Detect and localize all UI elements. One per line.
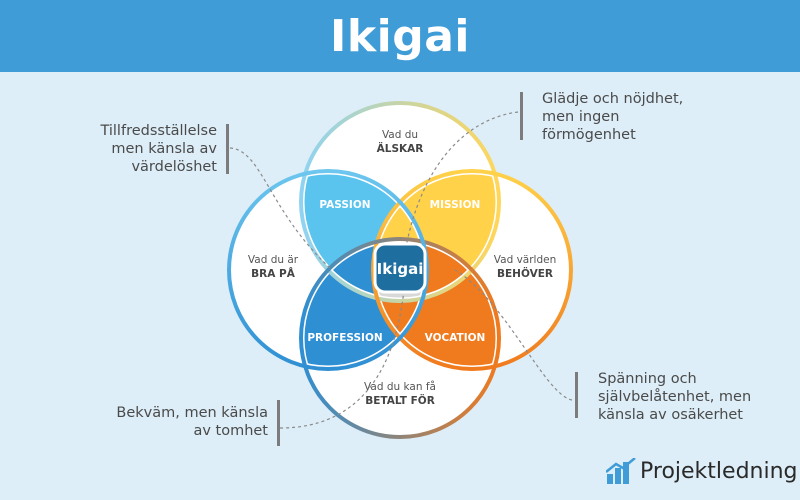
annotation-top-left-line: men känsla av (111, 141, 217, 157)
good-at-line2: BRA PÅ (251, 267, 296, 280)
love-line2: ÄLSKAR (377, 141, 424, 155)
annotation-top-left-line: värdelöshet (131, 159, 217, 175)
annotation-top-left-line: Tillfredsställelse (100, 123, 217, 139)
annotation-bottom-left-line: av tomhet (193, 423, 268, 439)
good-at-line1: Vad du är (248, 254, 299, 266)
world-needs-line1: Vad världen (494, 254, 556, 266)
circle-world-ring (371, 169, 573, 371)
bar-chart-logo-icon (606, 458, 636, 484)
passion-label: PASSION (319, 199, 370, 211)
annotation-bar-bottom-right (575, 372, 578, 418)
projektledning-logo: Projektledning (606, 458, 798, 484)
annotation-bottom-right-line: självbelåtenhet, men (598, 389, 752, 405)
connector-top-right (403, 111, 519, 259)
center-ikigai-label: Ikigai (377, 260, 424, 278)
annotation-top-right: Glädje och nöjdhet, men ingen förmögenhe… (542, 90, 683, 144)
vocation-label: VOCATION (425, 332, 486, 344)
circle-good-ring (227, 169, 429, 371)
annotation-top-right-line: förmögenhet (542, 127, 636, 143)
annotation-bottom-right-line: känsla av osäkerhet (598, 407, 743, 423)
header-bar: Ikigai (0, 0, 800, 72)
love-line1: Vad du (382, 129, 418, 141)
annotation-top-right-line: men ingen (542, 109, 620, 125)
center-ikigai-badge (373, 242, 427, 294)
circle-paid-ring (299, 237, 501, 439)
circle-love-ring (299, 101, 501, 303)
annotation-bottom-right-line: Spänning och (598, 371, 697, 387)
logo-text: Projektledning (640, 459, 798, 484)
profession-label: PROFESSION (307, 332, 382, 344)
page-title: Ikigai (330, 10, 470, 62)
annotation-bottom-left-line: Bekväm, men känsla (116, 405, 268, 421)
world-needs-line2: BEHÖVER (497, 266, 553, 280)
annotation-bar-bottom-left (277, 400, 280, 446)
annotation-bar-top-left (226, 124, 229, 174)
annotation-bottom-left: Bekväm, men känsla av tomhet (116, 404, 268, 440)
annotation-top-right-line: Glädje och nöjdhet, (542, 91, 684, 107)
annotation-bottom-right: Spänning och självbelåtenhet, men känsla… (598, 370, 751, 424)
annotation-top-left: Tillfredsställelse men känsla av värdelö… (100, 122, 217, 176)
mission-label: MISSION (430, 199, 481, 211)
annotation-bar-top-right (520, 92, 523, 140)
paid-for-line2: BETALT FÖR (365, 393, 435, 407)
paid-for-line1: Vad du kan få (364, 380, 436, 393)
